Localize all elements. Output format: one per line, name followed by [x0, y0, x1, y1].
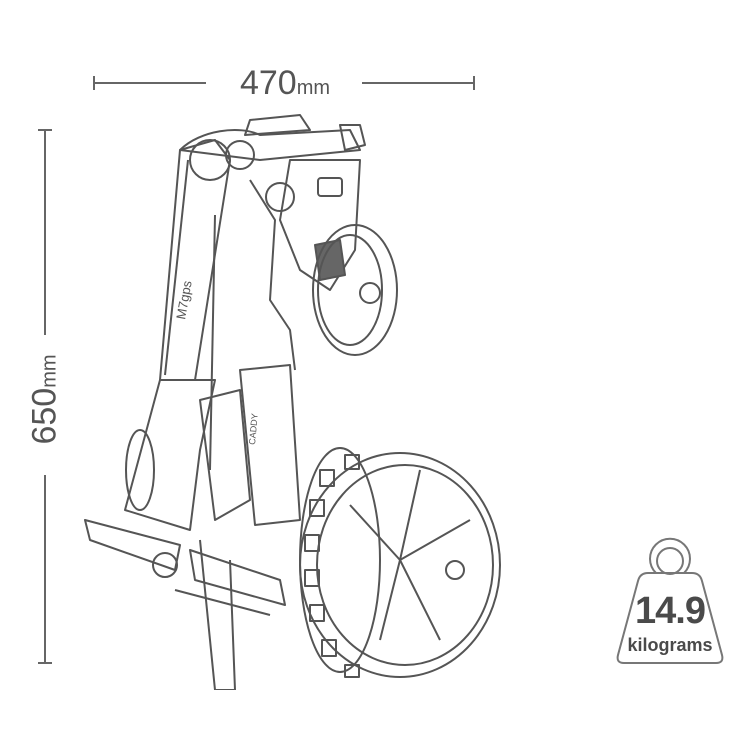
height-label: 650mm [26, 320, 65, 480]
height-dimension-line-top [44, 130, 46, 335]
height-tick-top [38, 129, 52, 131]
front-wheel [312, 224, 398, 356]
height-tick-bottom [38, 662, 52, 664]
frame [124, 139, 301, 690]
front-caster [84, 429, 286, 616]
width-value: 470 [239, 64, 297, 102]
battery-label: CADDY [247, 413, 260, 445]
golf-trolley-illustration: M7gps CADDY [84, 114, 501, 690]
weight-value: 14.9 [635, 590, 706, 632]
handle [179, 114, 366, 181]
weight-icon [616, 537, 724, 664]
weight-badge: 14.9 kilograms [608, 535, 732, 667]
height-unit: mm [38, 354, 61, 388]
width-tick-left [93, 76, 95, 90]
weight-unit: kilograms [627, 635, 713, 655]
height-value: 650 [25, 387, 64, 445]
width-label: 470mm [205, 64, 365, 103]
width-tick-right [473, 76, 475, 90]
rear-wheel [299, 447, 501, 678]
height-dimension-line-bottom [44, 475, 46, 663]
width-dimension-line-right [362, 82, 474, 84]
model-label: M7gps [173, 279, 195, 321]
width-dimension-line-left [94, 82, 206, 84]
width-unit: mm [296, 77, 331, 99]
control-bracket [265, 159, 381, 304]
